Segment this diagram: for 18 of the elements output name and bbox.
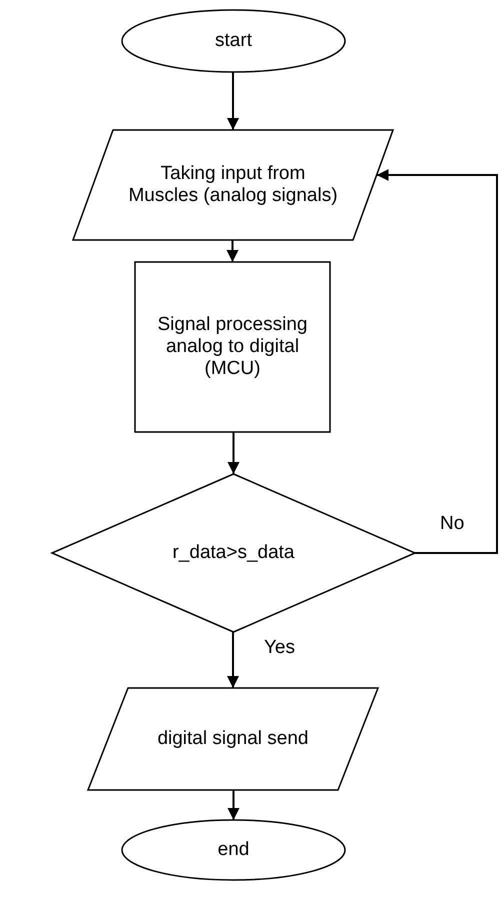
arrow [376,169,498,554]
input-output-parallelogram [88,688,378,790]
arrow [227,72,239,130]
node-text: r_data>s_data [171,541,296,565]
arrow [227,632,239,688]
terminal-ellipse [122,820,345,880]
arrow [228,432,240,474]
node-text: Signal processing analog to digital (MCU) [156,313,308,381]
node-text: Taking input from Muscles (analog signals) [127,162,339,208]
input-output-parallelogram [73,130,393,240]
node-text: end [216,838,250,862]
node-text: digital signal send [156,727,310,751]
decision-diamond [52,474,415,632]
arrow [228,790,240,820]
node-text: start [214,29,253,53]
arrow [226,240,238,262]
process-box [135,262,330,432]
terminal-ellipse [122,10,345,72]
